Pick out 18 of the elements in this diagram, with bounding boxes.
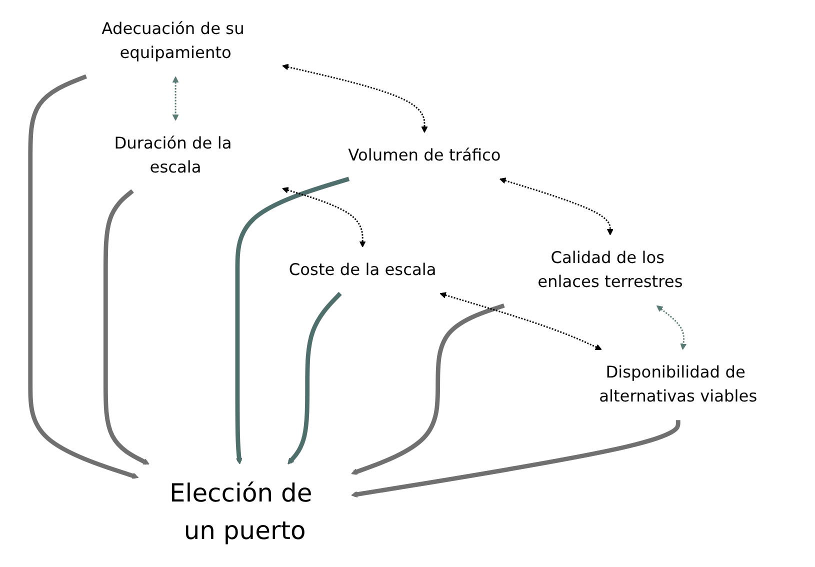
arrow bbox=[288, 292, 342, 464]
arrow bbox=[351, 303, 505, 475]
node-text: Adecuación de su equipamiento bbox=[102, 20, 244, 62]
arrow bbox=[656, 305, 687, 350]
node-text: Volumen de tráfico bbox=[348, 146, 501, 165]
node-text: Coste de la escala bbox=[288, 261, 436, 280]
arrow bbox=[282, 187, 366, 248]
arrow bbox=[235, 176, 350, 464]
node-text: Elección de un puerto bbox=[169, 478, 312, 546]
arrow bbox=[172, 76, 179, 121]
node-text: Disponibilidad de alternativas viables bbox=[599, 364, 758, 406]
arrow bbox=[499, 178, 614, 236]
arrow bbox=[103, 189, 150, 465]
node-text: Duración de la escala bbox=[114, 134, 232, 178]
node-text: Calidad de los enlaces terrestres bbox=[538, 248, 683, 292]
arrow bbox=[282, 64, 428, 133]
arrow bbox=[28, 74, 139, 479]
arrow bbox=[440, 292, 602, 350]
